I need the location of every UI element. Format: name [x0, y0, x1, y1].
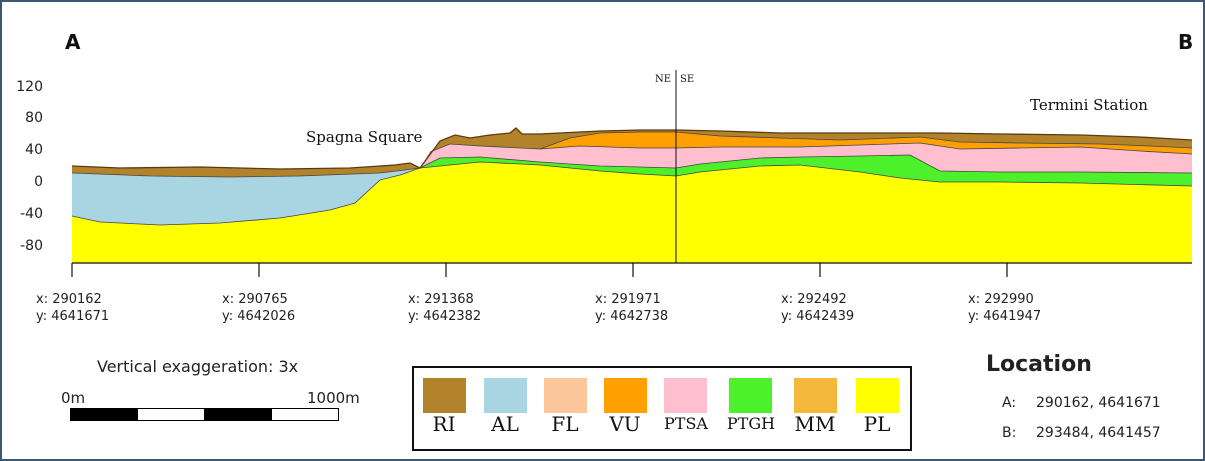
ne-label: NE	[655, 74, 672, 85]
x-coordinate: x: 291368	[408, 292, 474, 307]
y-coordinate: y: 4641947	[968, 309, 1042, 324]
termini-station-label: Termini Station	[1030, 96, 1148, 114]
location-b-value: 293484, 4641457	[1036, 425, 1161, 441]
legend-swatch-ptgh	[729, 378, 772, 413]
vertical-exaggeration-label: Vertical exaggeration: 3x	[97, 357, 299, 376]
y-tick-label: 40	[25, 142, 43, 158]
layer-al	[72, 168, 420, 225]
layer-ptsa	[420, 143, 1192, 173]
layer-pl	[72, 162, 1192, 263]
x-tick-label: x: 292990 y: 4641947	[968, 291, 1041, 325]
y-coordinate: y: 4642382	[408, 309, 482, 324]
legend-label-al: AL	[491, 412, 519, 436]
spagna-square-label: Spagna Square	[306, 128, 423, 146]
scalebar-end-label: 1000m	[307, 389, 360, 407]
point-a-label: A	[65, 30, 81, 54]
x-tick-label: x: 291368 y: 4642382	[408, 291, 481, 325]
y-coordinate: y: 4641671	[36, 309, 110, 324]
legend-swatch-ri	[423, 378, 466, 413]
legend-swatch-ptsa	[664, 378, 707, 413]
location-a-value: 290162, 4641671	[1036, 395, 1161, 411]
layer-ri	[420, 128, 1192, 168]
scale-bar	[70, 408, 339, 421]
legend-label-vu: VU	[609, 412, 641, 436]
se-label: SE	[680, 74, 695, 85]
legend-swatch-vu	[604, 378, 647, 413]
legend-label-ptsa: PTSA	[664, 414, 708, 433]
x-tick-label: x: 290162 y: 4641671	[36, 291, 109, 325]
y-tick-label: 80	[25, 110, 43, 126]
legend-swatch-mm	[794, 378, 837, 413]
x-coordinate: x: 290162	[36, 292, 102, 307]
legend-label-mm: MM	[794, 412, 836, 436]
x-tick-label: x: 290765 y: 4642026	[222, 291, 295, 325]
layer-ri-left	[72, 163, 420, 177]
x-tick-label: x: 292492 y: 4642439	[781, 291, 854, 325]
x-coordinate: x: 292492	[781, 292, 847, 307]
y-tick-label: -40	[20, 206, 43, 222]
x-coordinate: x: 291971	[595, 292, 661, 307]
x-coordinate: x: 290765	[222, 292, 288, 307]
y-coordinate: y: 4642439	[781, 309, 855, 324]
legend-label-pl: PL	[863, 412, 891, 436]
legend-label-ri: RI	[432, 412, 456, 436]
legend-swatch-pl	[856, 378, 899, 413]
y-tick-label: -80	[20, 238, 43, 254]
layer-ptgh	[420, 155, 1192, 186]
y-tick-label: 0	[34, 174, 43, 190]
point-b-label: B	[1178, 30, 1194, 54]
cross-section-diagram	[71, 70, 1193, 277]
y-tick-label: 120	[16, 79, 43, 95]
legend-swatch-fl	[544, 378, 587, 413]
y-coordinate: y: 4642026	[222, 309, 296, 324]
legend-swatch-al	[484, 378, 527, 413]
scalebar-start-label: 0m	[61, 389, 86, 407]
legend-label-ptgh: PTGH	[726, 414, 776, 433]
location-b-label: B:	[1002, 425, 1017, 441]
x-coordinate: x: 292990	[968, 292, 1034, 307]
x-tick-label: x: 291971 y: 4642738	[595, 291, 668, 325]
legend-label-fl: FL	[551, 412, 579, 436]
y-coordinate: y: 4642738	[595, 309, 669, 324]
legend: RI AL FL VU PTSA PTGH MM PL	[412, 366, 912, 451]
layer-vu	[540, 132, 1192, 154]
location-title: Location	[986, 352, 1092, 377]
location-a-label: A:	[1002, 395, 1017, 411]
